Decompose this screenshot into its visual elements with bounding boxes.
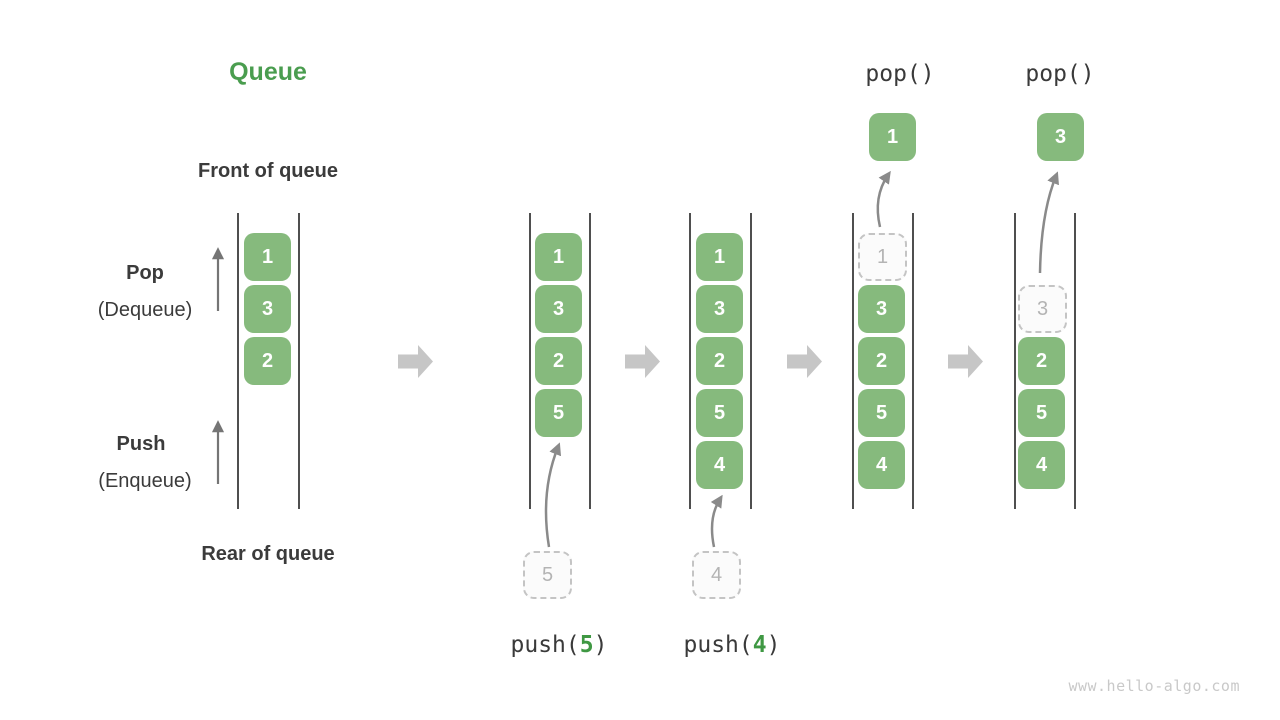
push-source-cell: 4 xyxy=(692,551,741,599)
push-label: Push xyxy=(116,433,166,455)
queue-cell: 5 xyxy=(696,389,743,437)
push-source-cell: 5 xyxy=(523,551,572,599)
queue-cell: 1 xyxy=(535,233,582,281)
op-text: push( xyxy=(683,632,753,658)
push-4-arrow xyxy=(710,494,723,548)
column-wall-right xyxy=(750,213,752,509)
queue-cell: 5 xyxy=(858,389,905,437)
pop-3-arrow xyxy=(1038,171,1059,274)
op-text: ) xyxy=(593,632,608,658)
state-transition-arrow-icon xyxy=(398,345,433,378)
ghost-cell: 1 xyxy=(858,233,907,281)
watermark: www.hello-algo.com xyxy=(1068,677,1240,695)
dequeue-alias-label: (Dequeue) xyxy=(97,299,193,321)
queue-cell: 3 xyxy=(535,285,582,333)
pop-operation-label: pop() xyxy=(1025,61,1095,87)
queue-cell: 2 xyxy=(244,337,291,385)
column-wall-left xyxy=(852,213,854,509)
column-wall-left xyxy=(689,213,691,509)
push-operation-label: push(4) xyxy=(684,632,781,658)
queue-cell: 4 xyxy=(1018,441,1065,489)
op-text: ) xyxy=(766,632,781,658)
column-wall-right xyxy=(589,213,591,509)
op-arg: 5 xyxy=(579,632,594,658)
state-transition-arrow-icon xyxy=(787,345,822,378)
queue-cell: 5 xyxy=(535,389,582,437)
popped-cell: 1 xyxy=(869,113,916,161)
popped-cell: 3 xyxy=(1037,113,1084,161)
column-wall-left xyxy=(237,213,239,509)
queue-cell: 3 xyxy=(244,285,291,333)
push-5-arrow xyxy=(544,442,562,548)
queue-cell: 1 xyxy=(696,233,743,281)
pop-label: Pop xyxy=(126,262,164,284)
queue-cell: 2 xyxy=(858,337,905,385)
column-wall-right xyxy=(298,213,300,509)
queue-cell: 4 xyxy=(696,441,743,489)
queue-cell: 2 xyxy=(535,337,582,385)
queue-cell: 3 xyxy=(696,285,743,333)
page-title: Queue xyxy=(229,58,307,86)
queue-cell: 4 xyxy=(858,441,905,489)
state-transition-arrow-icon xyxy=(948,345,983,378)
ghost-cell: 3 xyxy=(1018,285,1067,333)
front-of-queue-label: Front of queue xyxy=(198,160,338,182)
queue-cell: 5 xyxy=(1018,389,1065,437)
queue-cell: 3 xyxy=(858,285,905,333)
queue-cell: 2 xyxy=(1018,337,1065,385)
column-wall-right xyxy=(1074,213,1076,509)
column-wall-left xyxy=(1014,213,1016,509)
rear-of-queue-label: Rear of queue xyxy=(201,543,335,565)
push-operation-label: push(5) xyxy=(511,632,608,658)
queue-cell: 1 xyxy=(244,233,291,281)
op-text: push( xyxy=(510,632,580,658)
column-wall-right xyxy=(912,213,914,509)
state-transition-arrow-icon xyxy=(625,345,660,378)
op-arg: 4 xyxy=(752,632,767,658)
enqueue-alias-label: (Enqueue) xyxy=(98,470,192,492)
queue-cell: 2 xyxy=(696,337,743,385)
pop-operation-label: pop() xyxy=(865,61,935,87)
pop-1-arrow xyxy=(876,170,891,228)
column-wall-left xyxy=(529,213,531,509)
